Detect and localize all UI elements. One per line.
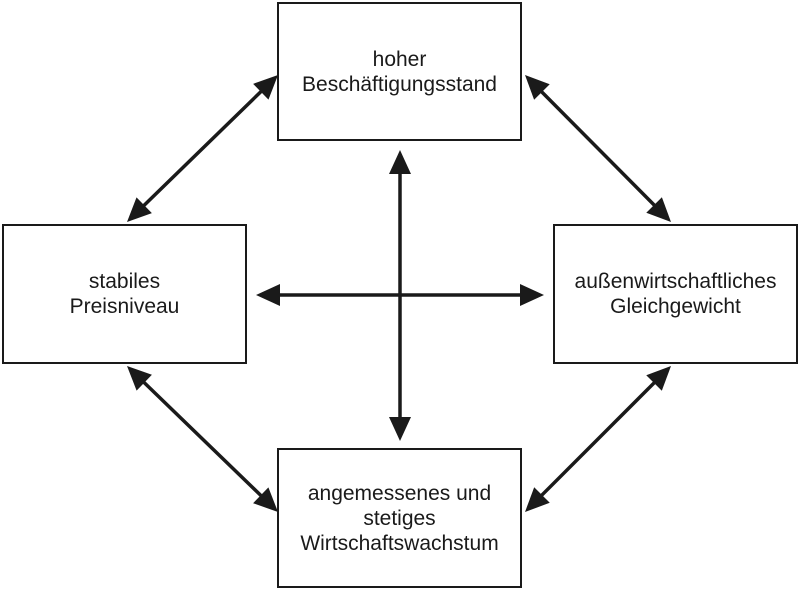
arrow-top-right <box>539 89 657 208</box>
box-line: stetiges <box>363 506 436 530</box>
box-line: Beschäftigungsstand <box>302 72 497 96</box>
arrow-top-left <box>141 89 264 208</box>
box-economic-growth-label: angemessenes und stetiges Wirtschaftswac… <box>300 481 498 556</box>
box-line: Gleichgewicht <box>610 295 741 318</box>
arrowhead-icon <box>127 366 152 391</box>
box-line: Preisniveau <box>69 295 180 318</box>
arrow-bottom-left <box>141 380 264 498</box>
arrowhead-icon <box>253 75 278 100</box>
box-price-stability: stabiles Preisniveau <box>2 224 247 364</box>
arrowhead-icon <box>646 366 671 391</box>
arrowhead-icon <box>525 487 550 512</box>
arrowhead-icon <box>256 284 280 306</box>
box-external-balance-label: außenwirtschaftliches Gleichgewicht <box>575 269 777 319</box>
box-line: hoher <box>372 47 427 71</box>
arrowhead-icon <box>389 417 411 441</box>
box-line: außenwirtschaftliches <box>574 270 777 293</box>
box-line: Wirtschaftswachstum <box>300 531 499 555</box>
arrowhead-icon <box>127 197 152 222</box>
box-line: angemessenes und <box>307 481 492 505</box>
arrow-bottom-right <box>539 380 657 498</box>
box-external-balance: außenwirtschaftliches Gleichgewicht <box>553 224 798 364</box>
arrowhead-icon <box>253 487 278 512</box>
box-high-employment-label: hoher Beschäftigungsstand <box>302 47 497 97</box>
arrowhead-icon <box>389 150 411 174</box>
arrowhead-icon <box>646 197 671 222</box>
box-price-stability-label: stabiles Preisniveau <box>70 269 180 319</box>
arrowhead-icon <box>525 75 550 100</box>
box-economic-growth: angemessenes und stetiges Wirtschaftswac… <box>277 448 522 588</box>
arrowhead-icon <box>520 284 544 306</box>
box-high-employment: hoher Beschäftigungsstand <box>277 2 522 141</box>
box-line: stabiles <box>88 270 161 293</box>
